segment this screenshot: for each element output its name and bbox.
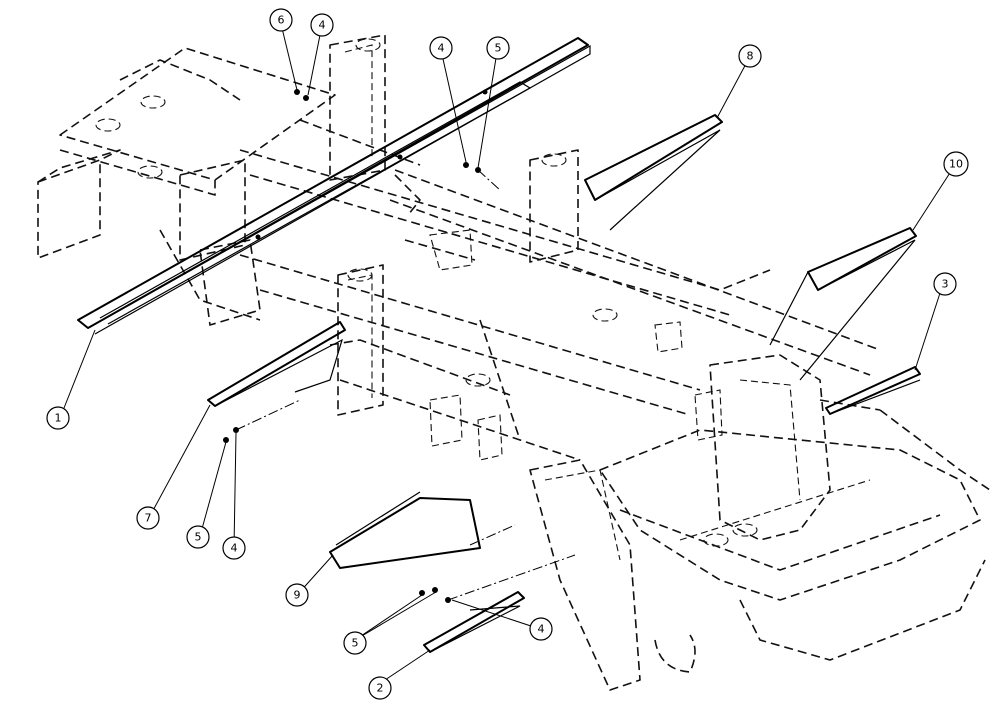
callout-9: 9 xyxy=(285,583,309,607)
chassis-frame xyxy=(37,34,991,691)
callout-5-bottom: 5 xyxy=(343,631,367,655)
callout-6: 6 xyxy=(269,8,293,32)
callout-6-label: 6 xyxy=(278,14,285,27)
callout-3: 3 xyxy=(933,272,957,296)
bracket-part-2 xyxy=(423,591,525,653)
callout-5-mid-left: 5 xyxy=(186,525,210,549)
brace-part-7 xyxy=(207,321,346,407)
callout-7-label: 7 xyxy=(145,512,152,525)
callout-4-top-left-label: 4 xyxy=(319,19,326,32)
callout-3-label: 3 xyxy=(942,278,949,291)
callout-1-label: 1 xyxy=(55,412,62,425)
callout-4-bottom: 4 xyxy=(529,617,553,641)
callout-leaders xyxy=(63,23,956,681)
callout-10: 10 xyxy=(943,151,969,177)
callout-7: 7 xyxy=(136,506,160,530)
brace-part-10 xyxy=(769,227,917,381)
callout-4-bottom-label: 4 xyxy=(538,623,545,636)
gusset-plate-part-9 xyxy=(329,491,481,569)
callout-4-top-left: 4 xyxy=(310,13,334,37)
callout-4-mid-left: 4 xyxy=(222,536,246,560)
callout-5-top: 5 xyxy=(486,36,510,60)
bracket-part-3 xyxy=(825,366,921,415)
callout-5-top-label: 5 xyxy=(495,42,502,55)
callout-2-label: 2 xyxy=(377,682,384,695)
brace-part-8 xyxy=(584,114,723,231)
callout-5-bottom-label: 5 xyxy=(352,637,359,650)
callout-1: 1 xyxy=(46,406,70,430)
callout-4-top-center: 4 xyxy=(429,36,453,60)
callout-2: 2 xyxy=(368,676,392,700)
callout-10-label: 10 xyxy=(949,158,963,171)
hardware-fasteners xyxy=(223,89,576,603)
callout-4-mid-left-label: 4 xyxy=(231,542,238,555)
long-rail-bar-part-1 xyxy=(77,37,591,335)
callout-5-mid-left-label: 5 xyxy=(195,531,202,544)
callout-9-label: 9 xyxy=(294,589,301,602)
callout-8-label: 8 xyxy=(747,50,754,63)
callout-4-top-center-label: 4 xyxy=(438,42,445,55)
callout-8: 8 xyxy=(738,44,762,68)
